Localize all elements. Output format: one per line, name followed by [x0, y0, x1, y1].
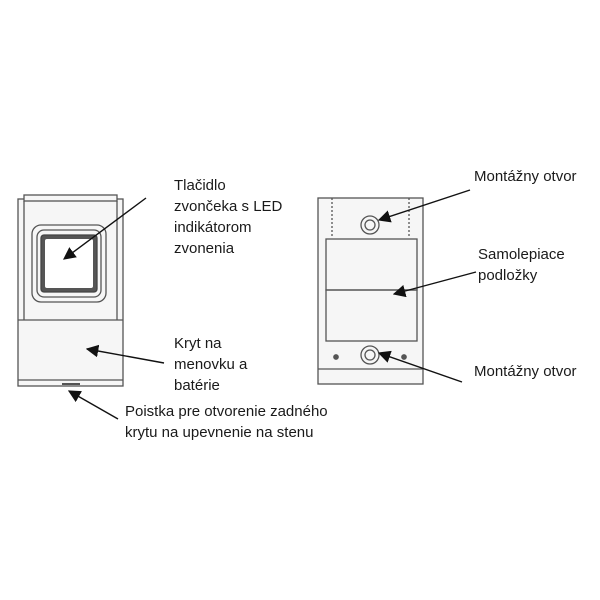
label-mount-bottom: Montážny otvor — [474, 363, 577, 380]
arrow-cover — [85, 344, 165, 364]
arrow-adhesive — [392, 271, 477, 298]
front-button-frame — [31, 224, 107, 303]
arrow-latch — [67, 390, 119, 420]
callout-arrows — [62, 189, 477, 420]
arrow-button — [62, 197, 147, 260]
label-button: Tlačidlo zvončeka s LED indikátorom zvon… — [174, 177, 283, 257]
back-bottom-hole-inner — [364, 349, 376, 361]
back-screw-dot-left — [333, 354, 339, 360]
front-button-frame-inner — [36, 229, 102, 298]
label-cover: Kryt na menovku a batérie — [174, 335, 248, 394]
front-button-highlight — [45, 239, 93, 288]
front-view — [17, 194, 124, 387]
back-screw-dot-right — [401, 354, 407, 360]
label-latch: Poistka pre otvorenie zadného krytu na u… — [125, 403, 328, 441]
label-mount-top: Montážny otvor — [474, 168, 577, 185]
adhesive-pad-bottom — [325, 289, 418, 342]
label-adhesive: Samolepiace podložky — [478, 246, 565, 284]
arrow-mount-bottom — [377, 350, 463, 383]
back-top-hole-outer — [360, 215, 380, 235]
arrow-mount-top — [377, 189, 471, 223]
front-top-edge — [23, 194, 118, 202]
back-top-hole-inner — [364, 219, 376, 231]
